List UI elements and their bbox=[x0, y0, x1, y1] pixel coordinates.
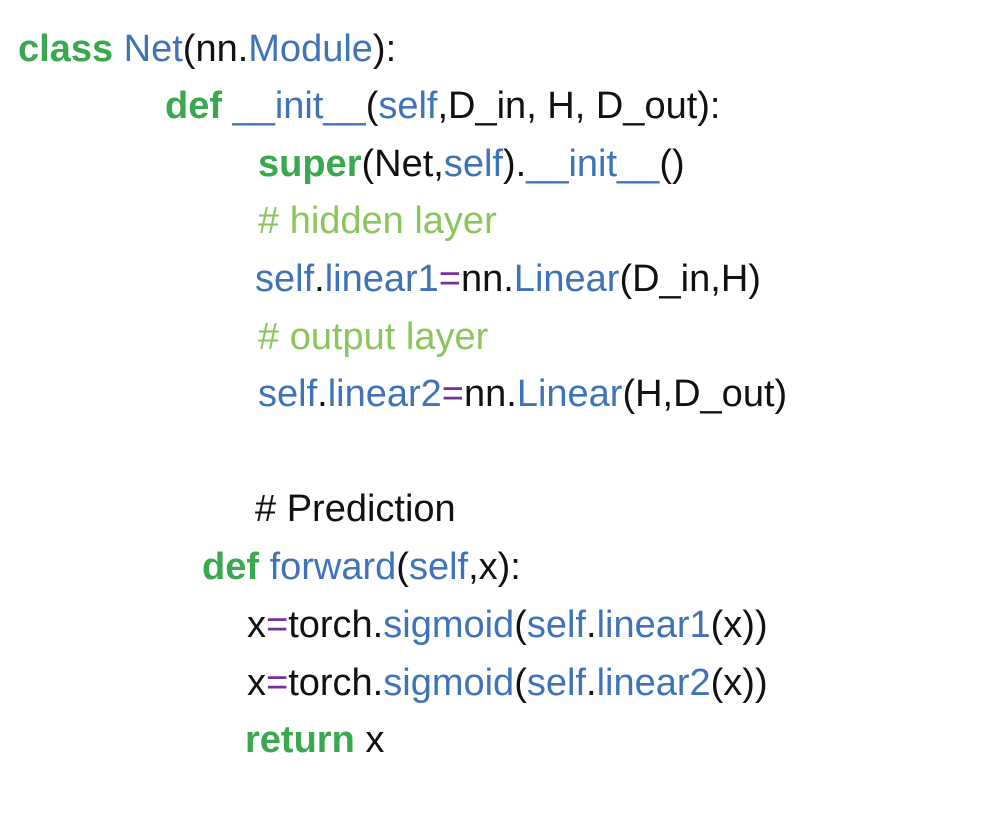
code-token-class: Net bbox=[123, 28, 183, 70]
code-token-plain: (x)) bbox=[710, 604, 768, 646]
code-token-plain: . bbox=[586, 662, 597, 704]
code-token-operator: = bbox=[438, 258, 461, 300]
code-token-plain: . bbox=[586, 604, 597, 646]
code-line-sigmoid-linear2: x=torch.sigmoid(self.linear2(x)) bbox=[247, 664, 768, 702]
code-line-comment-hidden-layer: # hidden layer bbox=[258, 202, 497, 240]
code-token-plain: . bbox=[314, 258, 325, 300]
code-token-keyword: super bbox=[258, 143, 362, 185]
code-token-function: __init__ bbox=[526, 143, 660, 185]
code-token-function: linear2 bbox=[596, 662, 711, 704]
code-token-plain: nn. bbox=[463, 373, 517, 415]
code-token-plain: (Net, bbox=[361, 143, 444, 185]
code-token-self: self bbox=[526, 662, 586, 704]
code-line-return: return x bbox=[245, 721, 384, 759]
code-line-sigmoid-linear1: x=torch.sigmoid(self.linear1(x)) bbox=[247, 606, 768, 644]
code-token-keyword: def bbox=[165, 85, 222, 127]
code-token-plain: (D_in,H) bbox=[619, 258, 761, 300]
code-token-plain bbox=[259, 546, 270, 588]
code-token-self: self bbox=[378, 85, 438, 127]
code-token-plain: () bbox=[659, 143, 685, 185]
code-token-plain: ): bbox=[372, 28, 397, 70]
code-token-self: self bbox=[258, 373, 318, 415]
code-token-plain: (nn. bbox=[182, 28, 249, 70]
code-line-def-forward: def forward(self,x): bbox=[202, 548, 521, 586]
code-line-comment-output-layer: # output layer bbox=[258, 318, 488, 356]
code-token-class: Module bbox=[248, 28, 373, 70]
code-token-keyword: def bbox=[202, 546, 259, 588]
code-line-comment-prediction: # Prediction bbox=[255, 490, 456, 528]
code-token-operator: = bbox=[266, 662, 289, 704]
code-token-plain: ). bbox=[502, 143, 527, 185]
code-token-function: Linear bbox=[513, 258, 620, 300]
code-line-linear1-assignment: self.linear1=nn.Linear(D_in,H) bbox=[255, 260, 761, 298]
code-token-plain: ,D_in, H, D_out): bbox=[437, 85, 721, 127]
code-token-self: self bbox=[255, 258, 315, 300]
code-token-function: linear1 bbox=[596, 604, 711, 646]
code-token-plain: (x)) bbox=[710, 662, 768, 704]
code-token-self: self bbox=[443, 143, 503, 185]
code-token-operator: = bbox=[441, 373, 464, 415]
code-token-plain: torch. bbox=[288, 662, 384, 704]
code-token-plain: x bbox=[247, 604, 266, 646]
code-token-function: Linear bbox=[516, 373, 623, 415]
code-token-plain: torch. bbox=[288, 604, 384, 646]
code-token-function: forward bbox=[269, 546, 397, 588]
code-token-operator: = bbox=[266, 604, 289, 646]
code-token-function: sigmoid bbox=[383, 662, 515, 704]
code-token-function: linear2 bbox=[327, 373, 442, 415]
code-token-keyword: class bbox=[18, 28, 114, 70]
code-token-plain bbox=[222, 85, 233, 127]
code-line-def-init: def __init__(self,D_in, H, D_out): bbox=[165, 87, 720, 125]
code-token-self: self bbox=[526, 604, 586, 646]
code-token-plain: x bbox=[247, 662, 266, 704]
code-token-plain: x bbox=[354, 719, 385, 761]
code-token-plain: ( bbox=[514, 662, 527, 704]
code-token-plain: ( bbox=[396, 546, 409, 588]
code-token-comment: # hidden layer bbox=[258, 200, 497, 242]
code-token-function: sigmoid bbox=[383, 604, 515, 646]
code-token-plain: . bbox=[317, 373, 328, 415]
code-token-plain: # Prediction bbox=[255, 488, 456, 530]
code-line-linear2-assignment: self.linear2=nn.Linear(H,D_out) bbox=[258, 375, 787, 413]
code-token-function: linear1 bbox=[324, 258, 439, 300]
code-token-plain: ( bbox=[514, 604, 527, 646]
code-token-plain bbox=[113, 28, 124, 70]
code-token-keyword: return bbox=[245, 719, 355, 761]
code-token-plain: ( bbox=[365, 85, 379, 127]
code-token-comment: # output layer bbox=[258, 316, 489, 358]
code-line-super-init: super(Net,self).__init__() bbox=[258, 145, 685, 183]
code-token-self: self bbox=[408, 546, 469, 588]
code-token-plain: nn. bbox=[460, 258, 514, 300]
code-token-plain: (H,D_out) bbox=[622, 373, 788, 415]
code-token-function: __init__ bbox=[232, 85, 366, 127]
code-line-class-net: class Net(nn.Module): bbox=[18, 30, 396, 68]
code-token-plain: ,x): bbox=[468, 546, 521, 588]
